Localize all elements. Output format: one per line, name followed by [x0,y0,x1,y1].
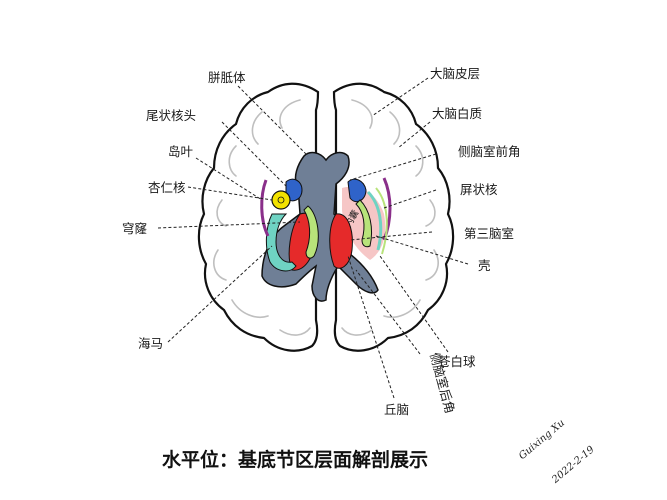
amygdala-inner [277,196,285,204]
amygdala [271,190,291,210]
label-anterior-horn: 侧脑室前角 [458,144,521,159]
insula-left [260,179,270,237]
label-globus-pallidus: 苍白球 [438,354,476,369]
label-caudate-head: 尾状核头 [146,108,196,123]
label-fornix: 穹窿 [122,221,148,236]
thalamus-right [329,213,353,269]
signature-name: Guixing Xu [517,418,567,462]
label-cerebral-cortex: 大脑皮层 [430,66,480,81]
label-putamen: 壳 [478,258,491,273]
hippocampus [265,213,297,272]
leader-lines [157,77,469,399]
label-hippocampus: 海马 [138,336,163,351]
page-title: 水平位：基底节区层面解剖展示 [162,448,428,471]
label-thalamus: 丘脑 [384,402,409,417]
label-white-matter: 大脑白质 [432,106,482,121]
globus-pallidus [355,199,373,248]
caudate-head-right [347,178,367,203]
fornix [303,205,319,259]
label-insula: 岛叶 [168,144,194,159]
label-claustrum: 屏状核 [460,182,498,197]
putamen-stripe [366,190,383,251]
label-amygdala: 杏仁核 [148,180,186,195]
signature-date: 2022-2-19 [549,444,597,486]
claustrum-stripe [375,187,388,255]
label-third-ventricle: 第三脑室 [464,226,514,241]
label-corpus-callosum: 胼胝体 [208,70,246,85]
